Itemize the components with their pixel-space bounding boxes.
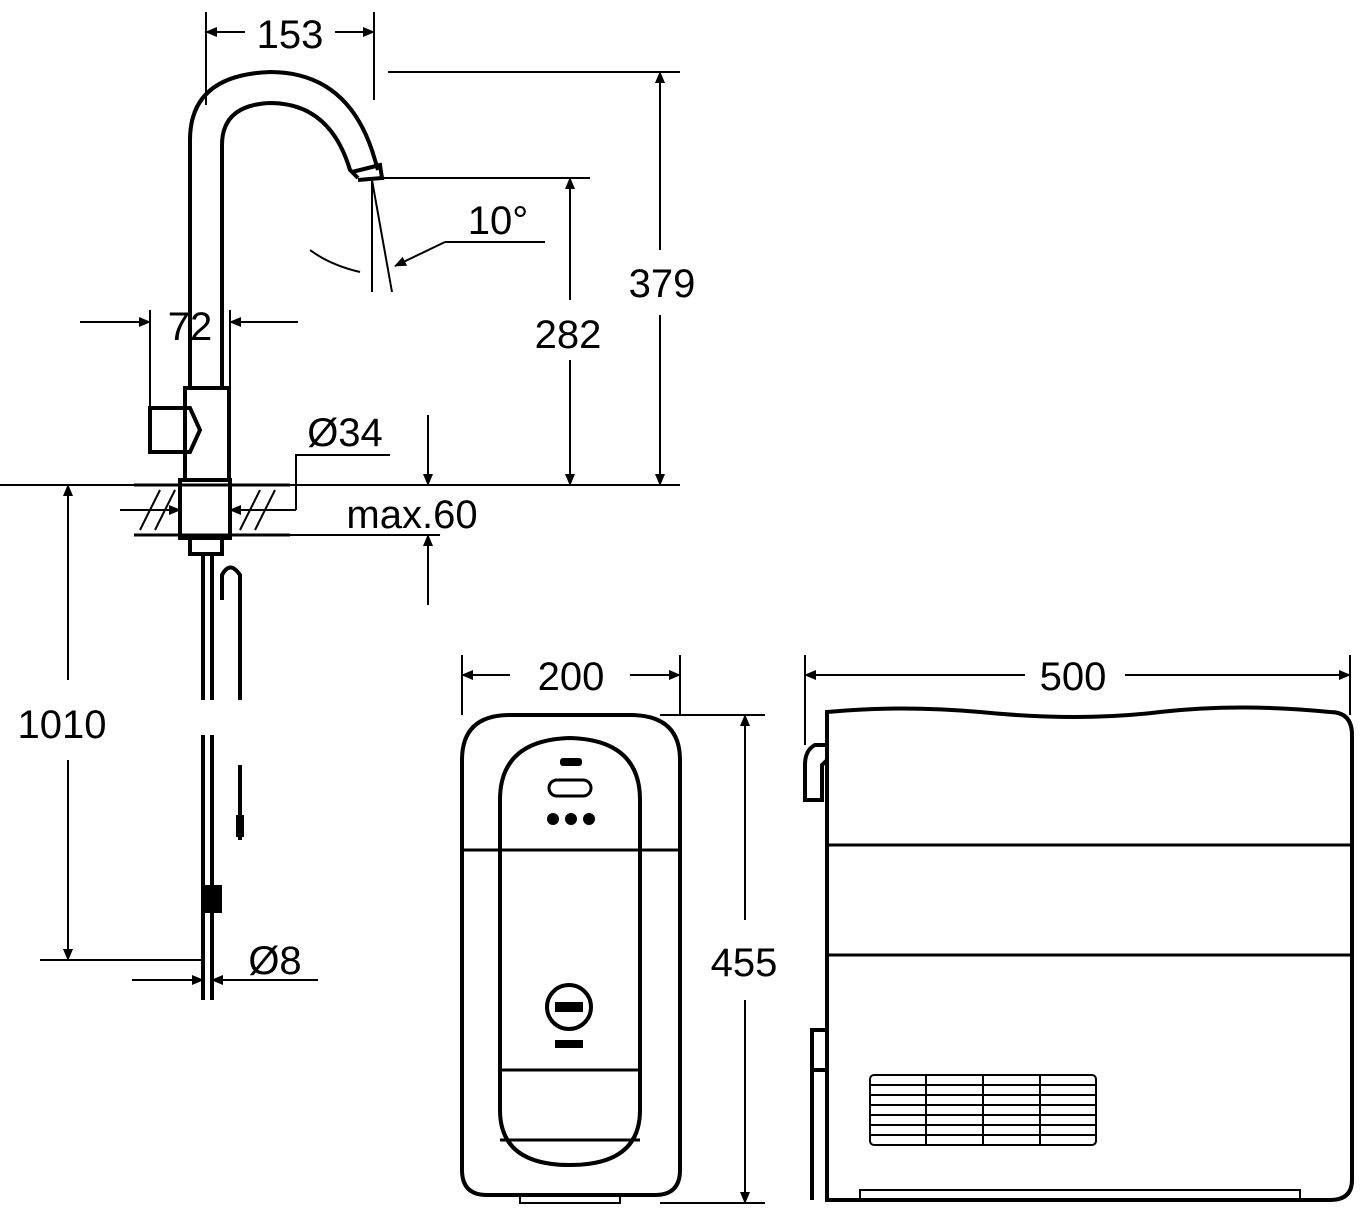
emblem-caption-mark [555, 1040, 583, 1048]
indicator-dot [565, 813, 577, 825]
emblem-ring [545, 983, 593, 1031]
dim-spout-angle: 10° [468, 199, 529, 243]
filter-unit-side [803, 705, 1354, 1202]
front-unit-dimensions: 200 455 [461, 655, 778, 1204]
hose-connector-bottom [810, 1028, 827, 1072]
dim-spout-reach: 153 [257, 13, 324, 57]
vent-grille [869, 1074, 1097, 1146]
dim-total-height: 379 [629, 262, 696, 306]
dim-max-deck-thickness: max.60 [346, 493, 477, 537]
filter-unit-front [460, 713, 682, 1204]
indicator-dot [583, 813, 595, 825]
indicator-dot [547, 813, 559, 825]
dim-base-width: 72 [168, 305, 213, 349]
dim-unit-height: 455 [711, 941, 778, 985]
side-unit-dimensions: 500 [804, 655, 1351, 745]
dim-spout-height: 282 [535, 313, 602, 357]
control-button-outline [547, 778, 593, 798]
dim-base-diameter: Ø34 [307, 411, 383, 455]
dim-hose-diameter: Ø8 [248, 939, 301, 983]
indicator-bar [560, 758, 582, 766]
dim-hose-length: 1010 [18, 703, 107, 747]
dim-unit-depth: 500 [1040, 655, 1107, 699]
hose-connector-top [803, 743, 829, 802]
faucet-dimensions: 153 379 282 10° 72 Ø34 max.60 1010 Ø8 [0, 12, 696, 985]
emblem-mark [555, 1002, 583, 1012]
dim-unit-width: 200 [538, 655, 605, 699]
